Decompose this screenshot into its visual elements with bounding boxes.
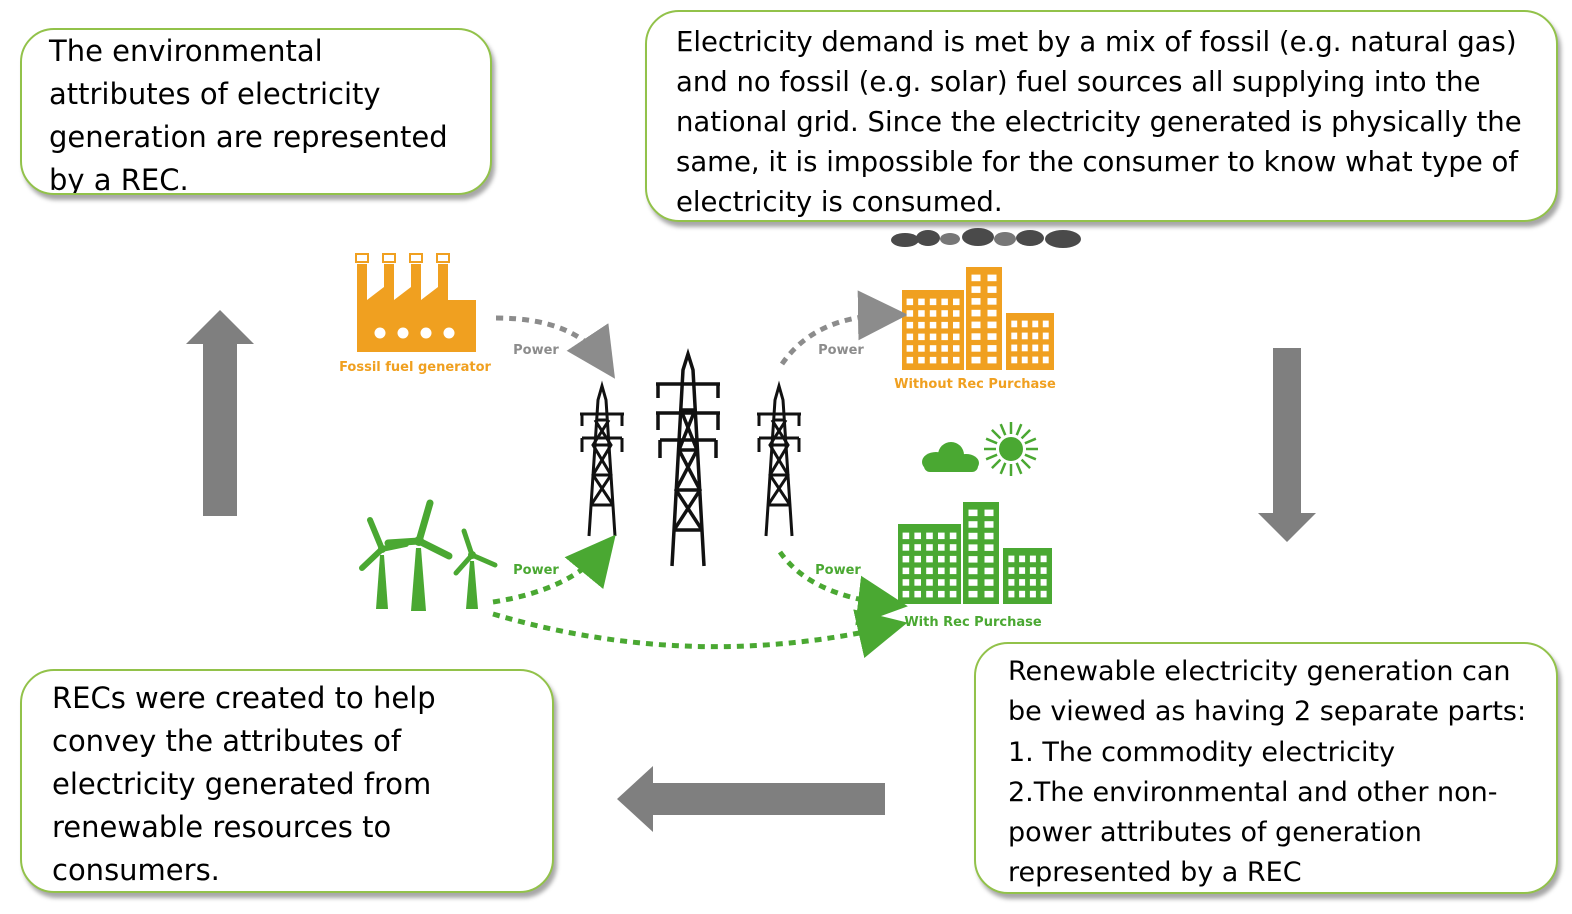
callout-bottom-right: Renewable electricity generation can be … xyxy=(974,642,1558,894)
left-arrow-icon xyxy=(617,766,885,832)
down-arrow-icon xyxy=(1258,348,1316,542)
without-rec-label: Without Rec Purchase xyxy=(894,377,1056,392)
callout-line: convey the attributes of xyxy=(52,724,402,758)
callout-line: 1. The commodity electricity xyxy=(1008,736,1396,768)
window-grid xyxy=(971,274,997,364)
power-flow-arrow xyxy=(492,609,908,659)
window-grid xyxy=(906,298,960,364)
buildings-without-rec-icon xyxy=(902,267,1054,370)
callout-line: RECs were created to help xyxy=(52,681,436,715)
power-flow-arrow xyxy=(777,550,908,626)
sun-icon xyxy=(999,437,1023,461)
callout-line: consumers. xyxy=(52,853,220,887)
factory-icon xyxy=(355,253,476,352)
callout-line: same, it is impossible for the consumer … xyxy=(676,146,1519,178)
callout-line: be viewed as having 2 separate parts: xyxy=(1008,696,1527,728)
callout-bottom-left: RECs were created to help convey the att… xyxy=(20,669,554,893)
up-arrow-icon xyxy=(186,310,254,516)
wind-turbines-icon xyxy=(359,499,498,611)
grid-illustration: Fossil fuel generator xyxy=(339,228,1081,659)
callout-top-left: The environmental attributes of electric… xyxy=(20,28,492,195)
window-grid xyxy=(968,509,994,598)
callout-line: electricity is consumed. xyxy=(676,186,1003,218)
power-label: Power xyxy=(513,563,559,578)
callout-line: renewable resources to xyxy=(52,810,392,844)
with-rec-label: With Rec Purchase xyxy=(904,615,1042,630)
power-label: Power xyxy=(818,343,864,358)
power-flow-arrow xyxy=(495,315,616,379)
window-grid xyxy=(902,532,957,598)
transmission-tower-icon xyxy=(757,380,801,537)
callout-line: electricity generated from xyxy=(52,767,432,801)
power-flow-arrow xyxy=(779,290,908,366)
window-grid xyxy=(1011,320,1049,364)
fossil-label: Fossil fuel generator xyxy=(339,360,491,375)
callout-top-right: Electricity demand is met by a mix of fo… xyxy=(645,10,1558,222)
power-flow-arrow xyxy=(492,534,616,605)
buildings-with-rec-icon xyxy=(898,502,1052,604)
callout-line: and no fossil (e.g. solar) fuel sources … xyxy=(676,66,1481,98)
power-label: Power xyxy=(815,563,861,578)
callout-line: Electricity demand is met by a mix of fo… xyxy=(676,26,1517,58)
callout-line: power attributes of generation xyxy=(1008,817,1422,849)
transmission-tower-icon xyxy=(656,348,720,567)
transmission-tower-icon xyxy=(580,380,624,537)
power-label: Power xyxy=(513,343,559,358)
cloud-icon xyxy=(922,442,979,472)
callout-line: The environmental xyxy=(49,34,323,68)
callout-line: represented by a REC xyxy=(1008,857,1302,889)
callout-line: 2.The environmental and other non- xyxy=(1008,776,1498,808)
window-grid xyxy=(1008,555,1047,598)
callout-line: attributes of electricity xyxy=(49,77,381,111)
callout-line: national grid. Since the electricity gen… xyxy=(676,106,1522,138)
callout-line: generation are represented xyxy=(49,120,448,154)
callout-line: Renewable electricity generation can xyxy=(1008,656,1511,687)
callout-line: by a REC. xyxy=(49,163,189,195)
sun-rays xyxy=(984,422,1038,476)
smoke-icon xyxy=(891,228,1081,248)
